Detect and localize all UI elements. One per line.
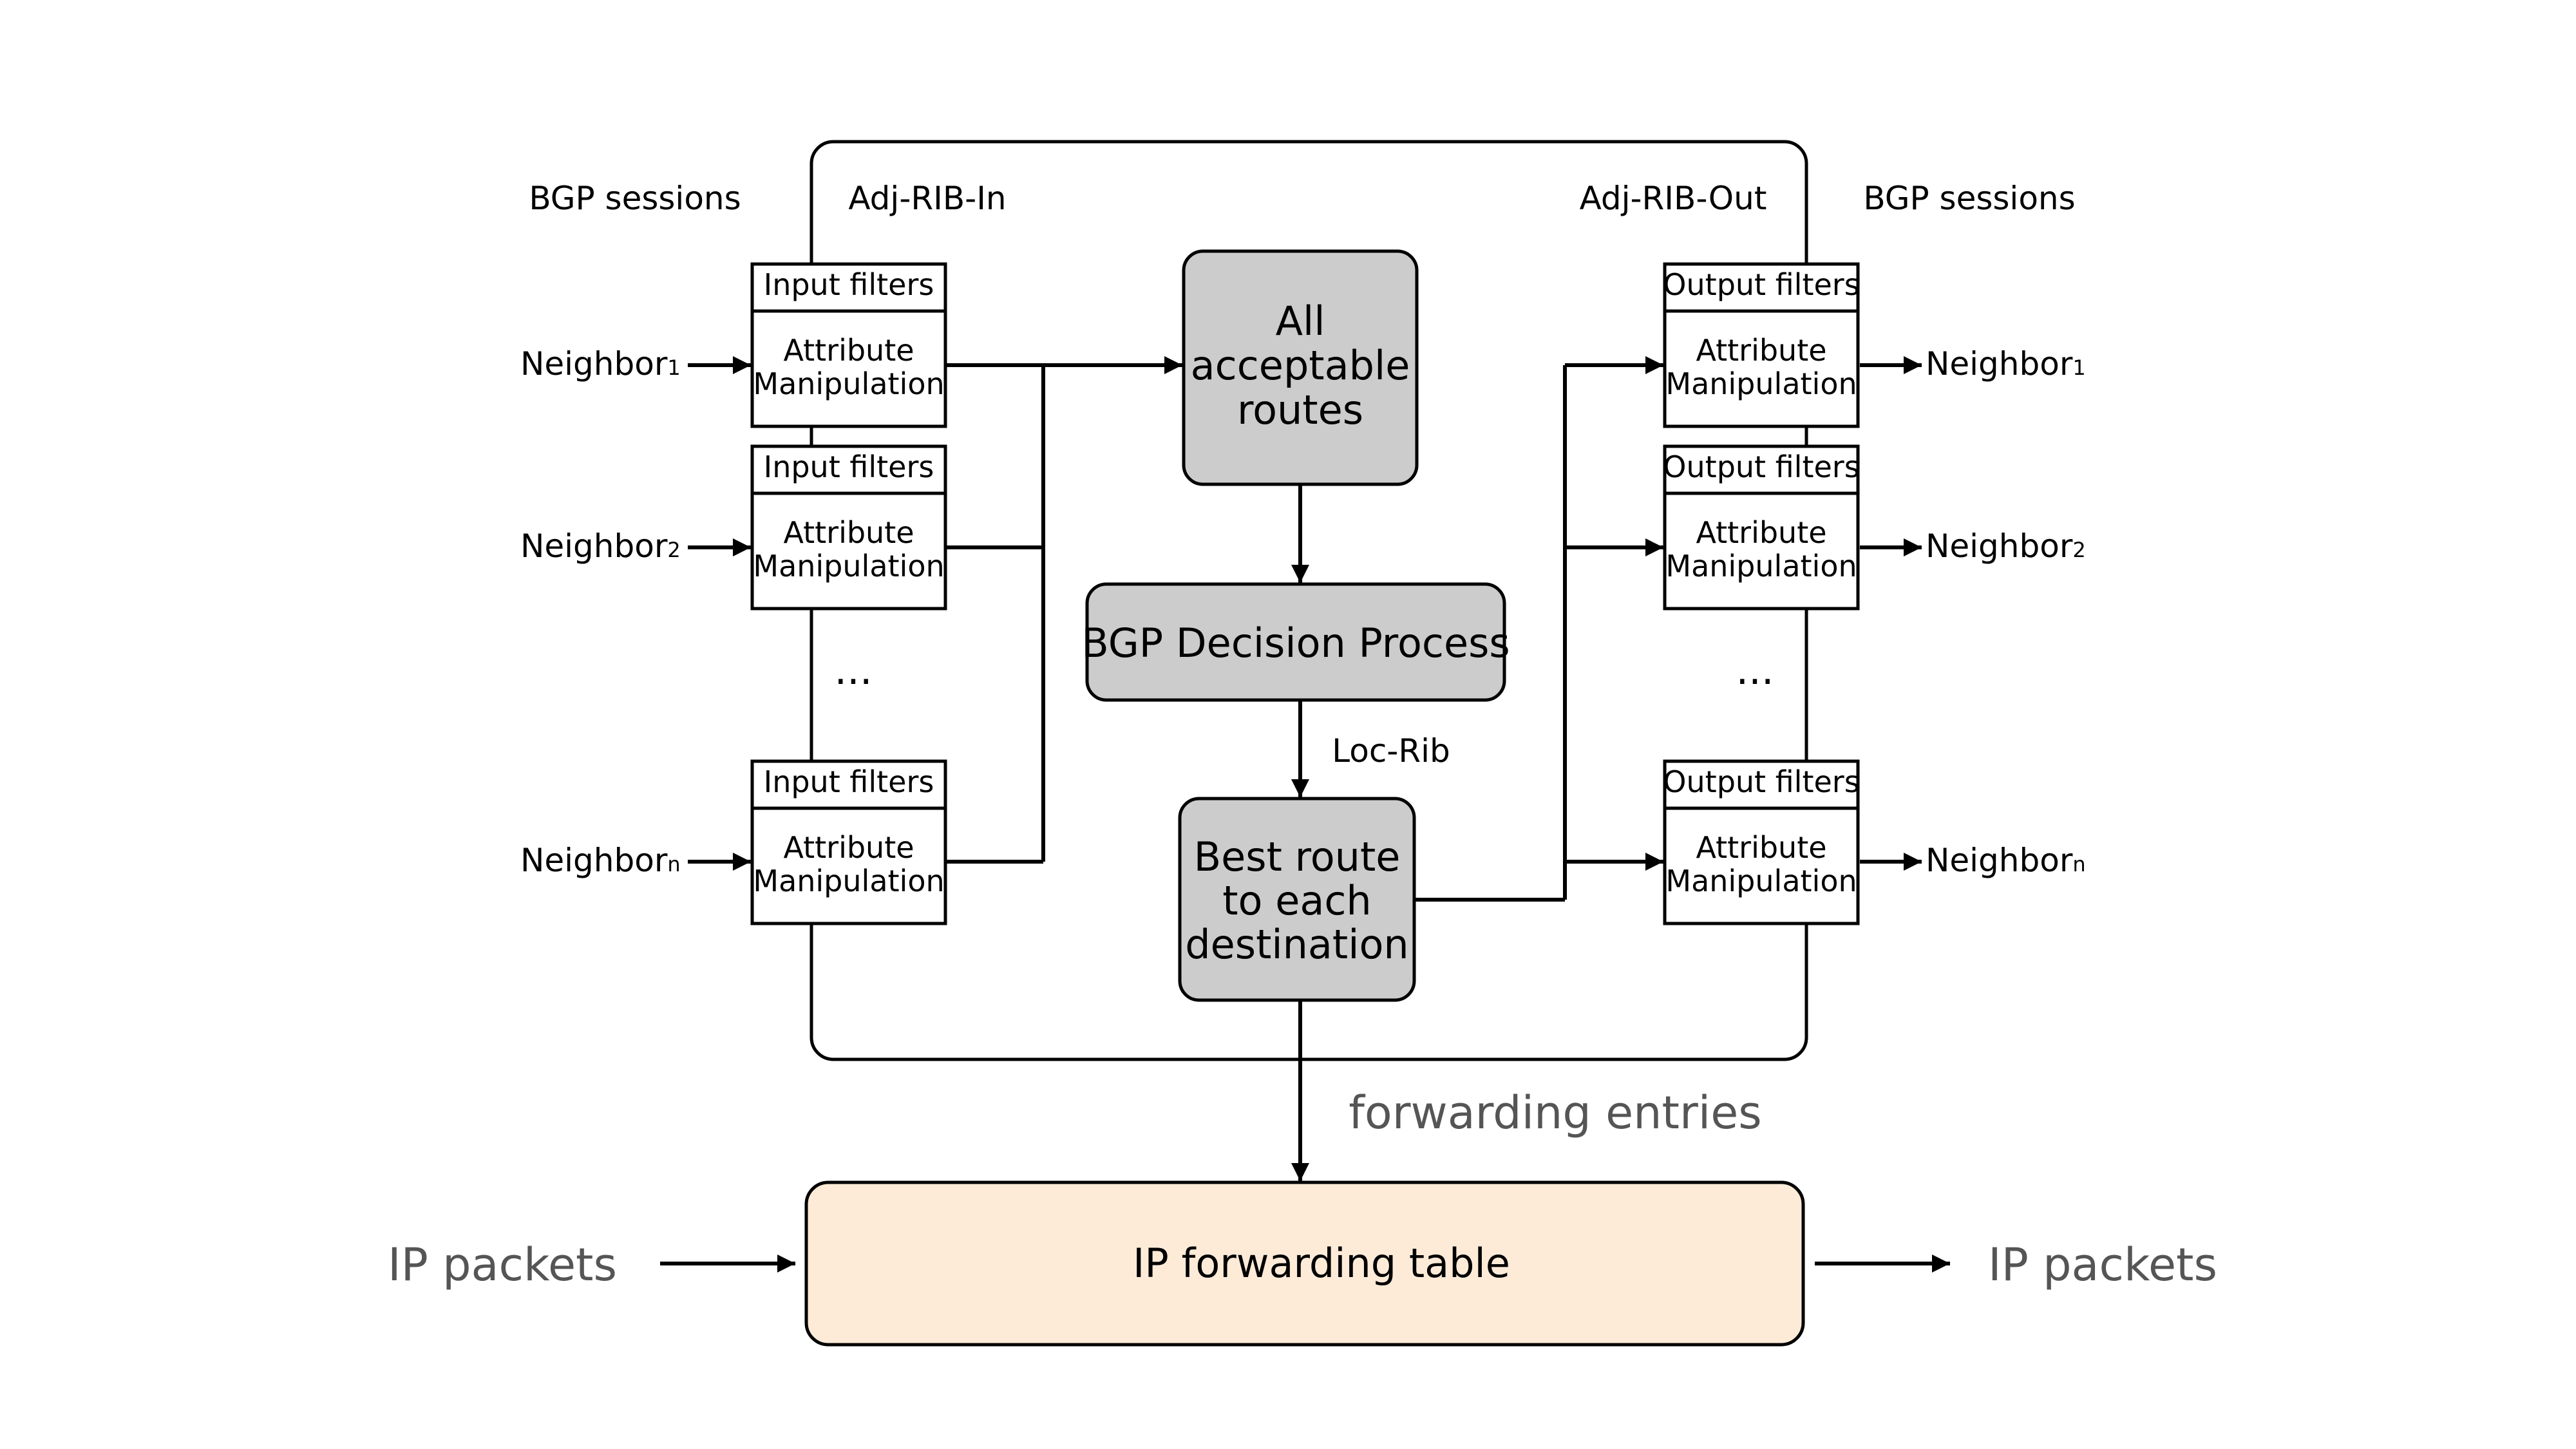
bgp-sessions-right-label: BGP sessions	[1863, 180, 2075, 217]
neighbor-in-1-label: Neighbor1	[520, 345, 681, 383]
neighbor-out-1-label: Neighbor1	[1926, 345, 2086, 383]
output-ellipsis: ...	[1736, 647, 1774, 694]
svg-text:All: All	[1276, 298, 1325, 345]
manipulation-label: Manipulation	[753, 366, 944, 401]
neighbor-in-n-label: Neighborn	[520, 842, 681, 879]
attribute-label: Attribute	[783, 830, 914, 865]
input-filter-group-2: Input filters Attribute Manipulation	[750, 444, 947, 611]
manipulation-label: Manipulation	[753, 864, 944, 898]
output-filter-group-2: Output filters Attribute Manipulation	[1663, 444, 1860, 611]
input-ellipsis: ...	[834, 647, 872, 694]
manipulation-label: Manipulation	[1665, 366, 1857, 401]
neighbor-out-2-label: Neighbor2	[1926, 527, 2086, 565]
bgp-decision-process-box: BGP Decision Process	[1081, 582, 1510, 702]
input-filter-group-1: Input filters Attribute Manipulation	[750, 262, 947, 428]
ip-packets-out-label: IP packets	[1988, 1238, 2217, 1291]
best-route-box: Best route to each destination	[1178, 797, 1416, 1002]
output-bus-connectors	[1416, 356, 1663, 902]
input-filter-group-n: Input filters Attribute Manipulation	[750, 759, 947, 925]
attribute-label: Attribute	[783, 515, 914, 550]
input-filters-label: Input filters	[764, 450, 934, 484]
svg-text:to each: to each	[1222, 877, 1371, 924]
output-filters-label: Output filters	[1663, 764, 1859, 799]
adj-rib-out-label: Adj-RIB-Out	[1580, 180, 1767, 217]
svg-text:Best route: Best route	[1194, 833, 1401, 880]
loc-rib-label: Loc-Rib	[1332, 732, 1450, 770]
svg-text:destination: destination	[1185, 921, 1408, 968]
svg-text:routes: routes	[1237, 386, 1363, 433]
all-acceptable-routes-box: All acceptable routes	[1182, 249, 1419, 486]
input-filters-label: Input filters	[764, 267, 934, 302]
output-filter-group-n: Output filters Attribute Manipulation	[1663, 759, 1860, 925]
forwarding-entries-label: forwarding entries	[1349, 1086, 1762, 1139]
neighbor-in-2-label: Neighbor2	[520, 527, 681, 565]
output-filters-label: Output filters	[1663, 267, 1859, 302]
manipulation-label: Manipulation	[1665, 549, 1857, 583]
attribute-label: Attribute	[1696, 830, 1826, 865]
svg-text:acceptable: acceptable	[1191, 342, 1410, 389]
neighbor-input-arrows	[688, 356, 751, 871]
input-bus-connectors	[947, 356, 1182, 864]
ip-packets-in-label: IP packets	[388, 1238, 617, 1291]
neighbor-out-n-label: Neighborn	[1926, 842, 2086, 879]
input-filters-label: Input filters	[764, 764, 934, 799]
svg-text:IP forwarding table: IP forwarding table	[1133, 1240, 1510, 1287]
svg-text:BGP Decision Process: BGP Decision Process	[1081, 620, 1510, 667]
attribute-label: Attribute	[783, 333, 914, 368]
output-filters-label: Output filters	[1663, 450, 1859, 484]
bgp-sessions-left-label: BGP sessions	[529, 180, 741, 217]
neighbor-output-arrows	[1860, 356, 1922, 871]
ip-forwarding-table-box: IP forwarding table	[804, 1180, 1805, 1347]
manipulation-label: Manipulation	[753, 549, 944, 583]
attribute-label: Attribute	[1696, 515, 1826, 550]
attribute-label: Attribute	[1696, 333, 1826, 368]
manipulation-label: Manipulation	[1665, 864, 1857, 898]
output-filter-group-1: Output filters Attribute Manipulation	[1663, 262, 1860, 428]
adj-rib-in-label: Adj-RIB-In	[848, 180, 1006, 217]
